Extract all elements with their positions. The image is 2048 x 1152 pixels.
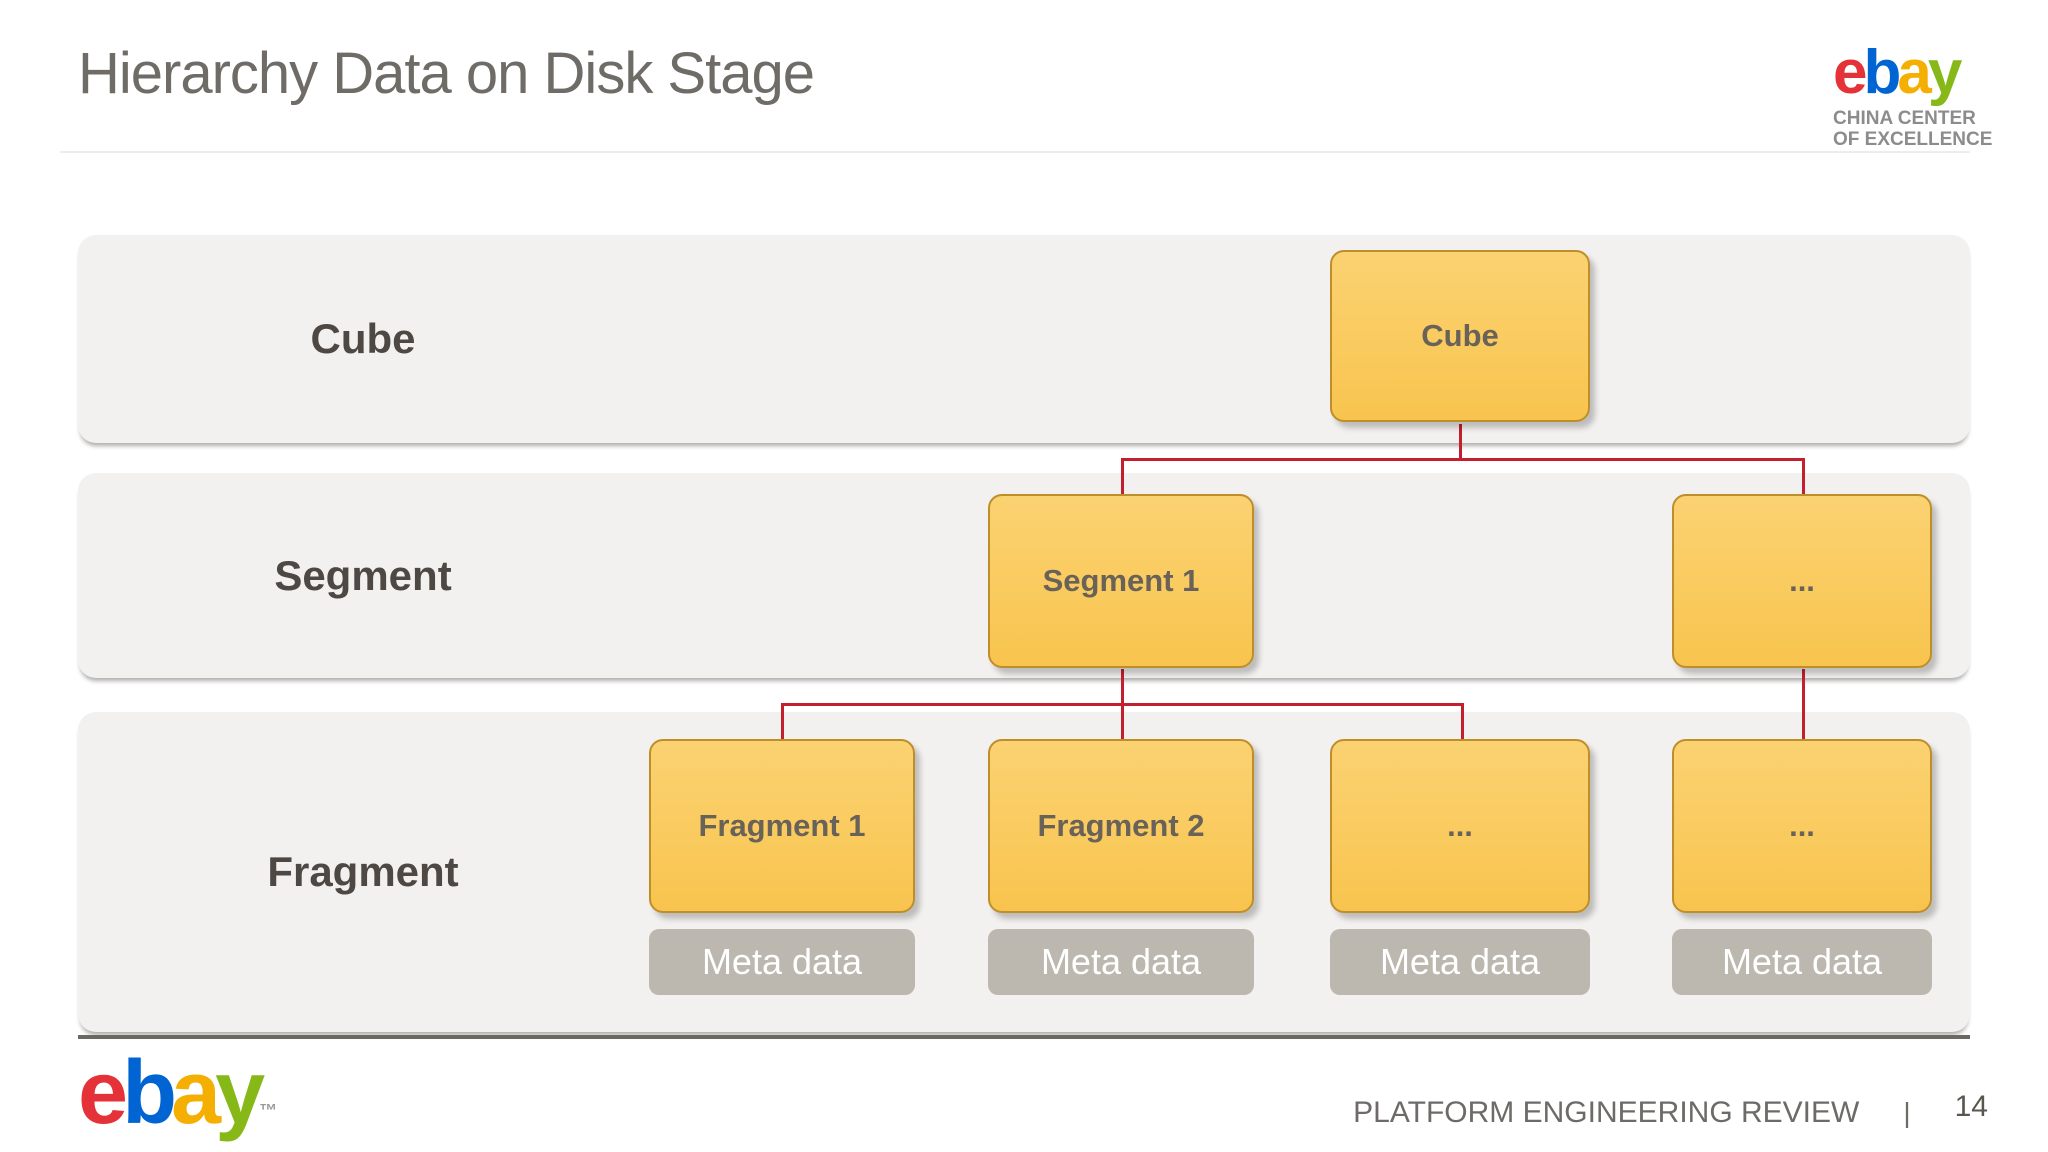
ebay-letter-a: a (1897, 38, 1932, 107)
ebay-letter-y: y (215, 1043, 265, 1143)
band-cube-label: Cube (310, 315, 416, 362)
band-fragment-label: Fragment (267, 848, 459, 895)
connector-to-fragment1 (781, 703, 784, 741)
meta-chip-fragment-2: Meta data (988, 929, 1254, 995)
node-fragment-ellipsis-2-label: ... (1789, 808, 1815, 843)
meta-chip-fragment-1: Meta data (649, 929, 915, 995)
node-fragment-ellipsis-2: ... (1672, 739, 1932, 913)
node-fragment-ellipsis-1: ... (1330, 739, 1590, 913)
coe-line1: CHINA CENTER (1833, 108, 1976, 129)
node-fragment-2-label: Fragment 2 (1037, 808, 1205, 843)
ebay-letter-b: b (1863, 38, 1901, 107)
coe-caption: CHINA CENTER OF EXCELLENCE (1833, 108, 1992, 151)
meta-chip-fragment-3: Meta data (1330, 929, 1590, 995)
ebay-logo-icon: ebay (1833, 42, 1992, 104)
ebay-coe-logo: ebay CHINA CENTER OF EXCELLENCE (1833, 42, 1992, 151)
node-segment-ellipsis: ... (1672, 494, 1932, 668)
coe-line2: OF EXCELLENCE (1833, 129, 1993, 151)
meta-chip-fragment-2-label: Meta data (1040, 941, 1202, 982)
node-fragment-2: Fragment 2 (988, 739, 1254, 913)
node-fragment-ellipsis-1-label: ... (1447, 808, 1473, 843)
ebay-letter-b: b (122, 1043, 177, 1143)
connector-to-fragment2 (1121, 703, 1124, 741)
connector-segment-more-to-fragment4 (1802, 669, 1805, 741)
connector-to-segment-more (1802, 458, 1805, 496)
node-segment-1-label: Segment 1 (1042, 563, 1200, 598)
connector-cube-horizontal (1121, 458, 1805, 461)
node-cube: Cube (1330, 250, 1590, 422)
band-cube: Cube (78, 235, 1970, 443)
meta-chip-fragment-4-label: Meta data (1721, 941, 1883, 982)
ebay-logo-footer: ebay™ (78, 1048, 277, 1138)
title-divider (60, 151, 1970, 153)
band-segment-label: Segment (274, 551, 452, 599)
meta-chip-fragment-4: Meta data (1672, 929, 1932, 995)
page-number: 14 (1954, 1090, 1988, 1123)
meta-chip-fragment-1-label: Meta data (701, 941, 863, 982)
node-fragment-1: Fragment 1 (649, 739, 915, 913)
ebay-logo-icon: ebay (78, 1043, 265, 1143)
footer: PLATFORM ENGINEERING REVIEW | 14 (1353, 1090, 1988, 1130)
node-segment-ellipsis-label: ... (1789, 563, 1815, 598)
ebay-letter-y: y (1927, 38, 1963, 107)
trademark-symbol: ™ (259, 1100, 278, 1121)
node-segment-1: Segment 1 (988, 494, 1254, 668)
ebay-letter-a: a (171, 1043, 221, 1143)
node-fragment-1-label: Fragment 1 (698, 808, 866, 843)
connector-cube-down (1459, 424, 1462, 460)
ebay-letter-e: e (78, 1043, 128, 1143)
connector-to-segment1 (1121, 458, 1124, 496)
footer-separator: | (1903, 1097, 1911, 1128)
connector-to-fragment3 (1461, 703, 1464, 741)
footer-review-label: PLATFORM ENGINEERING REVIEW (1353, 1096, 1860, 1129)
page-title: Hierarchy Data on Disk Stage (78, 41, 815, 106)
footer-divider (78, 1035, 1970, 1039)
connector-segment1-down (1121, 669, 1124, 705)
node-cube-label: Cube (1421, 318, 1499, 353)
meta-chip-fragment-3-label: Meta data (1379, 941, 1541, 982)
ebay-letter-e: e (1833, 38, 1868, 107)
